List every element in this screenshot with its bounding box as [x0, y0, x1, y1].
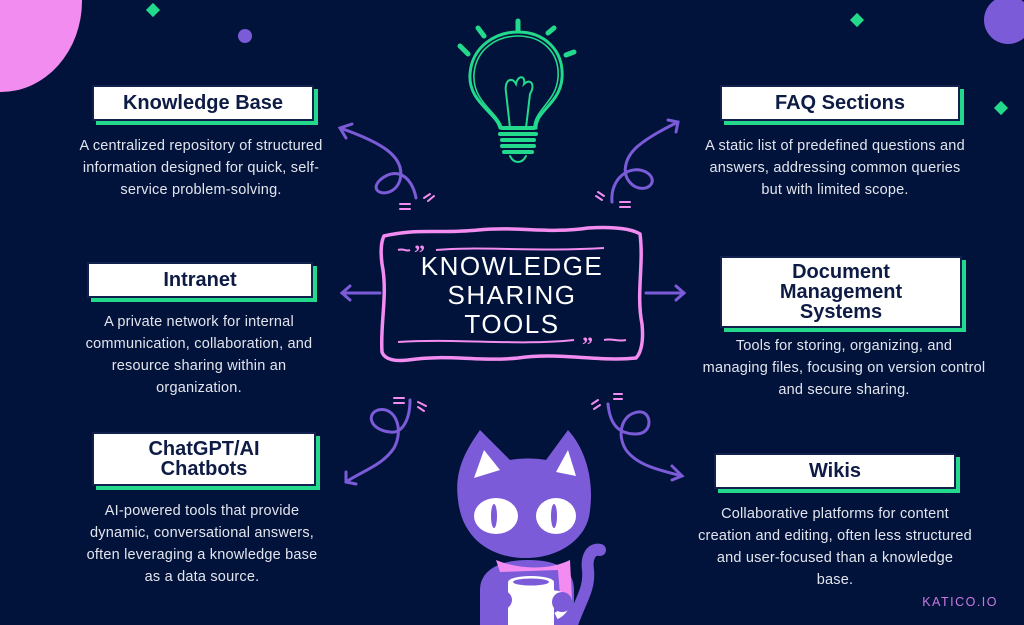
pink-circle-decoration [0, 0, 82, 92]
chatgpt-ai-chatbots-title: ChatGPT/AI Chatbots [92, 432, 316, 486]
chatgpt-ai-chatbots-description: AI-powered tools that provide dynamic, c… [86, 503, 318, 585]
arrow-left-icon [339, 284, 382, 302]
wikis-description: Collaborative platforms for content crea… [698, 506, 972, 588]
central-title-line: KNOWLEDGE [420, 251, 604, 281]
lightbulb-icon [457, 18, 577, 163]
document-management-systems-description: Tools for storing, organizing, and manag… [702, 338, 986, 398]
center-wavy-frame: ” ” [379, 225, 645, 363]
title-text: ChatGPT/AI [148, 438, 260, 460]
cat-mascot-icon [457, 430, 606, 625]
document-management-systems-title: Document Management Systems [720, 256, 962, 328]
curly-arrow-top-right-icon [595, 118, 680, 208]
brand-label: KATICO.IO [922, 595, 998, 609]
green-diamond-decoration [145, 2, 161, 18]
svg-text:”: ” [582, 332, 593, 357]
arrow-right-icon [644, 284, 687, 302]
curly-arrow-bottom-left-icon [344, 397, 427, 486]
title-text: Chatbots [160, 458, 248, 480]
title-text: Intranet [163, 269, 237, 291]
intranet-title: Intranet [87, 262, 313, 298]
central-title-line: TOOLS [464, 309, 560, 339]
title-text: Knowledge Base [122, 92, 284, 114]
central-title: KNOWLEDGE SHARING TOOLS [378, 252, 646, 339]
svg-text:”: ” [414, 240, 425, 265]
title-text: Systems [799, 301, 883, 323]
faq-sections-description: A static list of predefined questions an… [705, 138, 965, 198]
green-diamond-decoration [849, 12, 865, 28]
curly-arrow-top-left-icon [337, 122, 435, 210]
title-text: FAQ Sections [774, 92, 906, 114]
intranet-description: A private network for internal communica… [85, 314, 313, 396]
knowledge-base-title: Knowledge Base [92, 85, 314, 121]
knowledge-base-description: A centralized repository of structured i… [79, 138, 323, 198]
title-text: Document [792, 261, 890, 283]
title-text: Wikis [808, 460, 862, 482]
central-title-line: SHARING [447, 280, 577, 310]
green-diamond-decoration [993, 100, 1009, 116]
purple-circle-decoration [984, 0, 1024, 44]
title-text: Management [779, 281, 903, 303]
wikis-title: Wikis [714, 453, 956, 489]
curly-arrow-bottom-right-icon [591, 393, 685, 482]
purple-dot-decoration [238, 29, 252, 43]
faq-sections-title: FAQ Sections [720, 85, 960, 121]
